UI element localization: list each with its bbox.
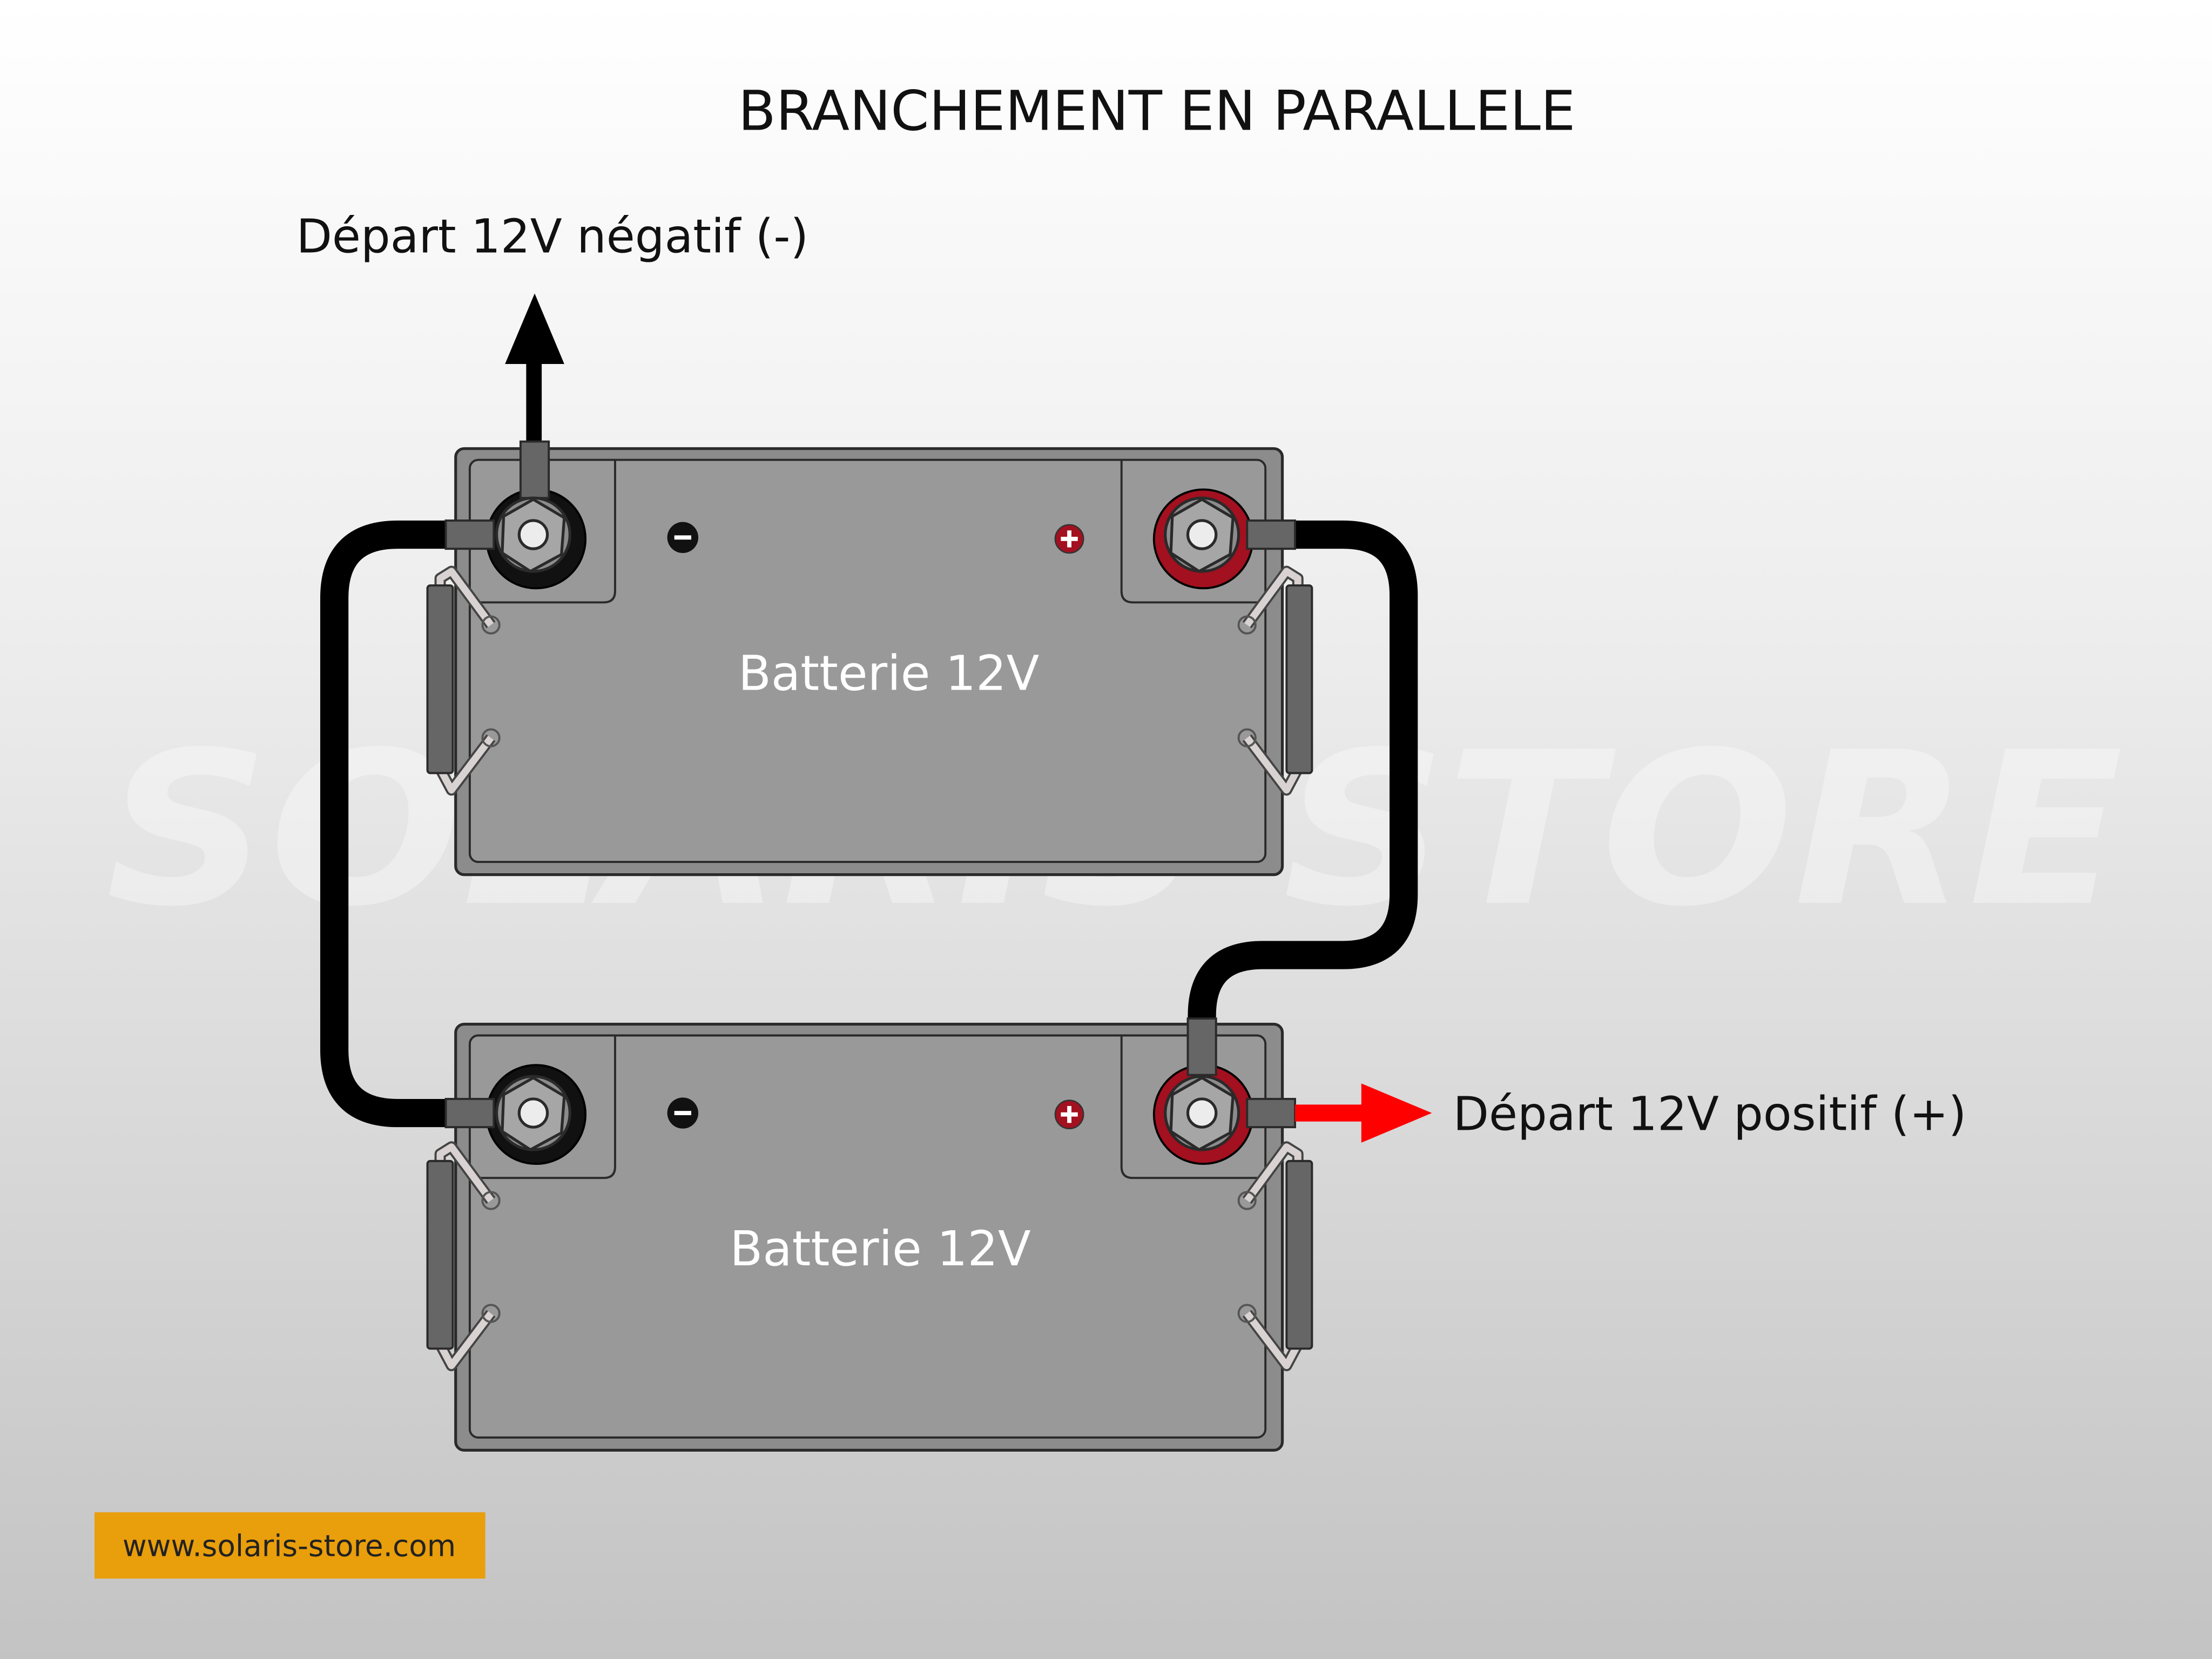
negative-output-arrow xyxy=(505,293,564,451)
negative-output-label: Départ 12V négatif (-) xyxy=(296,210,809,264)
cable-lug xyxy=(444,1097,495,1129)
terminal-nut xyxy=(1165,1076,1239,1150)
positive-output-arrow xyxy=(1295,1083,1432,1143)
cable-lug xyxy=(1186,1017,1217,1076)
battery-bottom: Batterie 12V xyxy=(428,1024,1312,1450)
website-badge[interactable]: www.solaris-store.com xyxy=(95,1512,485,1579)
website-link[interactable]: www.solaris-store.com xyxy=(123,1528,456,1563)
positive-output-label: Départ 12V positif (+) xyxy=(1453,1087,1967,1141)
battery-label: Batterie 12V xyxy=(738,645,1039,701)
positive-cable xyxy=(1188,520,1418,1073)
cable-lug xyxy=(444,519,495,550)
cable-lug xyxy=(519,440,550,500)
cable-lug xyxy=(1246,519,1296,550)
terminal-nut xyxy=(1165,498,1239,571)
negative-cable xyxy=(320,520,455,1128)
cable-lug xyxy=(1246,1097,1296,1129)
page-title: BRANCHEMENT EN PARALLELE xyxy=(738,79,1575,143)
terminal-nut xyxy=(497,1076,570,1150)
battery-top: Batterie 12V xyxy=(428,449,1312,875)
battery-label: Batterie 12V xyxy=(730,1221,1030,1277)
terminal-nut xyxy=(497,498,570,571)
